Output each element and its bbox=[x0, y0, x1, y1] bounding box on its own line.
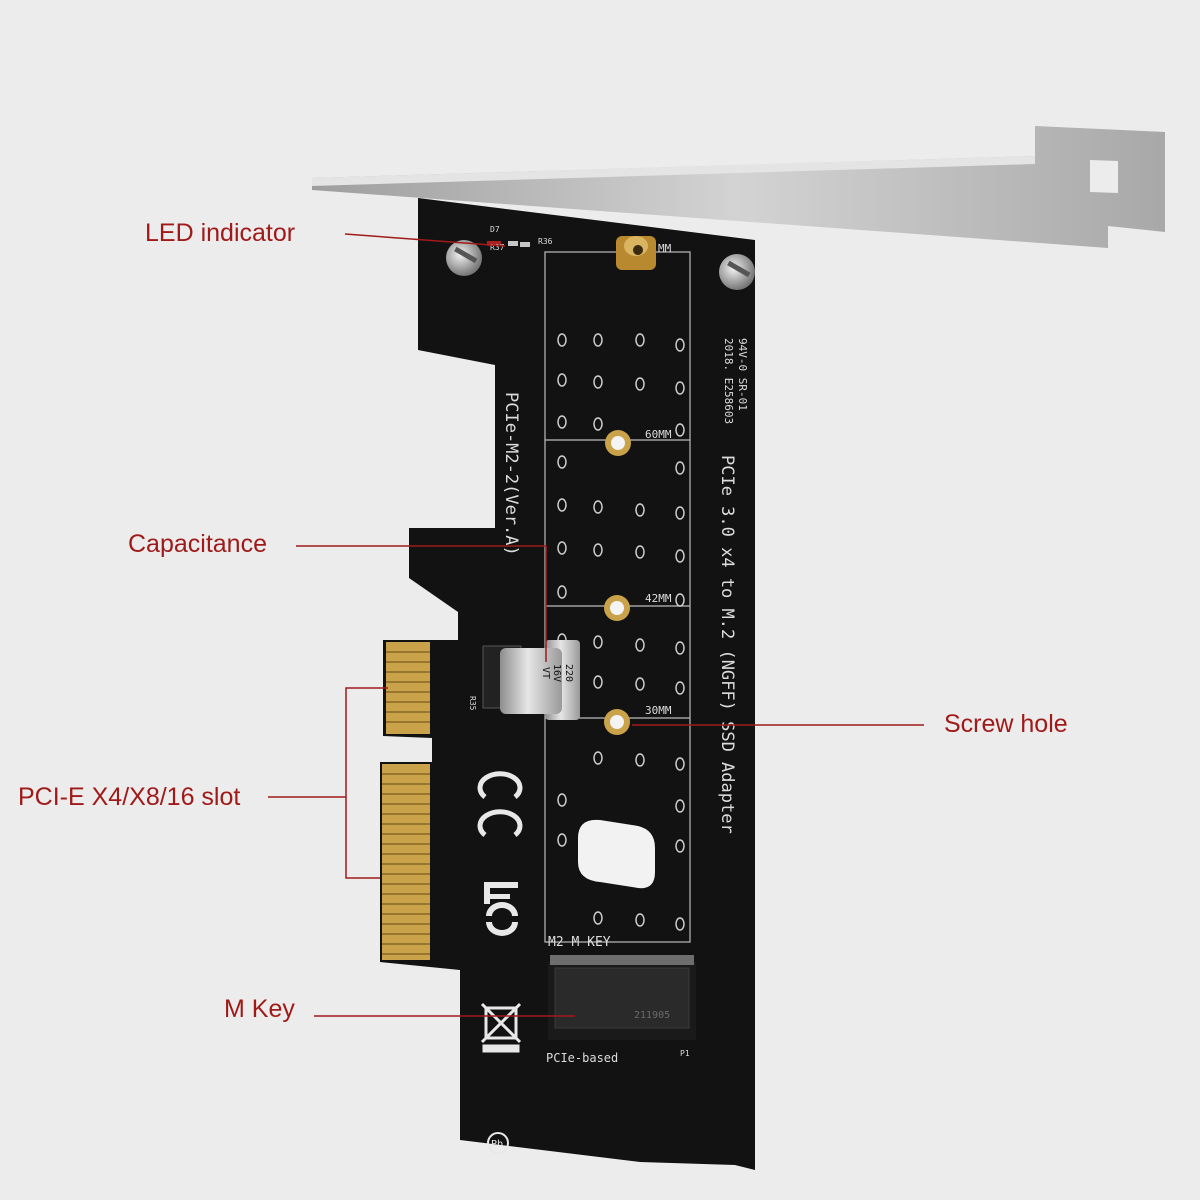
cert-line-1: 94V-0 SR-01 bbox=[736, 338, 749, 411]
cap-voltage: 16V bbox=[551, 664, 562, 682]
p1-ref: P1 bbox=[680, 1049, 690, 1058]
fc-mark bbox=[484, 882, 518, 936]
size-top: MM bbox=[658, 242, 672, 255]
board-title: PCIe 3.0 x4 to M.2 (NGFF) SSD Adapter bbox=[717, 455, 737, 834]
capacitor: 220 16V VT bbox=[482, 640, 580, 720]
connector-code: 211905 bbox=[634, 1010, 670, 1021]
mount-hole-42 bbox=[604, 595, 630, 621]
mount-hole-30 bbox=[604, 709, 630, 735]
callout-pcie-slot: PCI-E X4/X8/16 slot bbox=[18, 783, 241, 811]
metal-bracket bbox=[312, 126, 1165, 248]
screw-right bbox=[719, 254, 755, 290]
cert-line-2: 2018. E258603 bbox=[722, 338, 735, 424]
mount-hole-60 bbox=[605, 430, 631, 456]
cap-value: 220 bbox=[563, 664, 574, 682]
ce-mark bbox=[477, 771, 523, 837]
m2-socket: 211905 bbox=[548, 955, 696, 1040]
size-30mm: 30MM bbox=[645, 704, 672, 717]
weee-mark bbox=[480, 1002, 522, 1053]
res-ref-36: R36 bbox=[538, 237, 553, 246]
callout-screw-hole: Screw hole bbox=[944, 710, 1068, 738]
led-component bbox=[487, 241, 530, 247]
cap-series: VT bbox=[540, 667, 551, 679]
callout-m-key: M Key bbox=[224, 995, 295, 1023]
size-60mm: 60MM bbox=[645, 428, 672, 441]
res-ref-37: R37 bbox=[490, 243, 505, 252]
brass-standoff bbox=[616, 236, 656, 270]
callout-lines bbox=[268, 233, 924, 1017]
via-holes bbox=[557, 333, 685, 931]
callout-capacitance: Capacitance bbox=[128, 530, 267, 558]
m2-key-label: M2 M KEY bbox=[548, 935, 611, 950]
res-ref-35: R35 bbox=[468, 696, 477, 711]
led-ref: D7 bbox=[490, 225, 500, 234]
callout-led-indicator: LED indicator bbox=[145, 219, 296, 247]
gold-fingers bbox=[382, 642, 430, 960]
board-model: PCIe-M2-2(Ver.A) bbox=[501, 392, 521, 556]
size-42mm: 42MM bbox=[645, 592, 672, 605]
pb-free-mark: Pb bbox=[487, 1132, 509, 1154]
screw-left bbox=[446, 240, 482, 276]
pcie-based-label: PCIe-based bbox=[546, 1051, 618, 1065]
svg-text:Pb: Pb bbox=[491, 1139, 503, 1150]
cutout-hole bbox=[578, 819, 655, 889]
